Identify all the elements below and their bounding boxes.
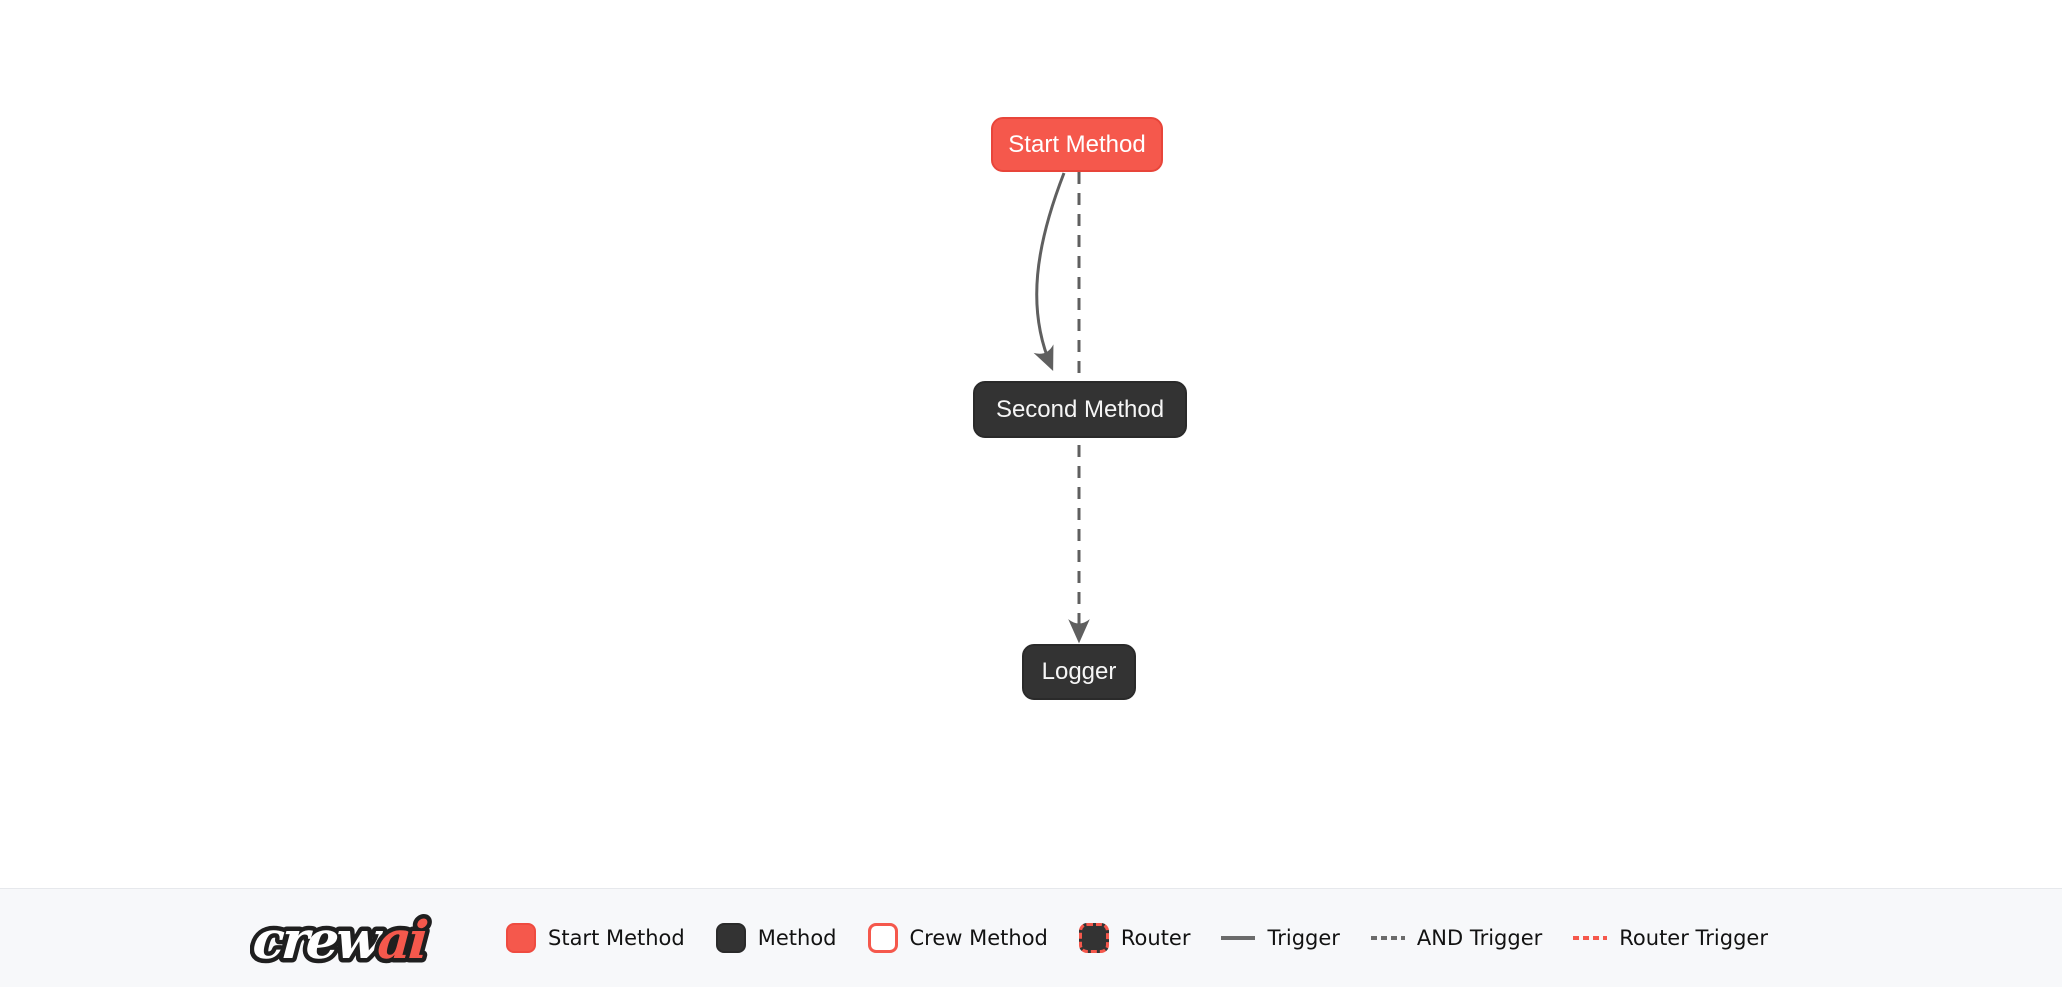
legend-bar: crewai Start Method Method Crew Method R… bbox=[0, 888, 2062, 987]
crewai-logo: crewai bbox=[250, 906, 433, 976]
legend-item-router: Router bbox=[1078, 923, 1191, 953]
start-method-swatch bbox=[506, 923, 536, 953]
legend-item-router-trigger: Router Trigger bbox=[1573, 926, 1768, 950]
legend-items: Start Method Method Crew Method Router T… bbox=[506, 923, 1768, 953]
legend-item-start-method: Start Method bbox=[506, 923, 685, 953]
legend-label: Crew Method bbox=[909, 926, 1048, 950]
crewai-logo-crew: crew bbox=[251, 910, 385, 971]
legend-label: Trigger bbox=[1267, 926, 1340, 950]
node-logger[interactable]: Logger bbox=[1022, 644, 1136, 700]
legend-item-trigger: Trigger bbox=[1221, 926, 1340, 950]
legend-label: Method bbox=[757, 926, 837, 950]
and-trigger-line-swatch bbox=[1370, 936, 1405, 940]
flow-canvas[interactable]: Start Method Second Method Logger bbox=[0, 0, 2062, 888]
router-swatch bbox=[1078, 923, 1109, 953]
node-start-method[interactable]: Start Method bbox=[991, 117, 1163, 172]
svg-text:crewai: crewai bbox=[251, 910, 429, 971]
legend-label: Start Method bbox=[548, 926, 685, 950]
legend-label: Router bbox=[1120, 926, 1191, 950]
trigger-line-swatch bbox=[1221, 936, 1256, 940]
legend-item-and-trigger: AND Trigger bbox=[1370, 926, 1543, 950]
node-second-method[interactable]: Second Method bbox=[973, 381, 1187, 438]
router-trigger-line-swatch bbox=[1573, 936, 1608, 940]
edge-trigger-start-to-second bbox=[1033, 172, 1066, 371]
crew-method-swatch bbox=[867, 923, 898, 953]
legend-label: AND Trigger bbox=[1416, 926, 1543, 950]
legend-item-crew-method: Crew Method bbox=[867, 923, 1048, 953]
method-swatch bbox=[715, 923, 746, 953]
legend-item-method: Method bbox=[715, 923, 837, 953]
crewai-logo-ai: ai bbox=[376, 910, 429, 971]
legend-label: Router Trigger bbox=[1619, 926, 1768, 950]
